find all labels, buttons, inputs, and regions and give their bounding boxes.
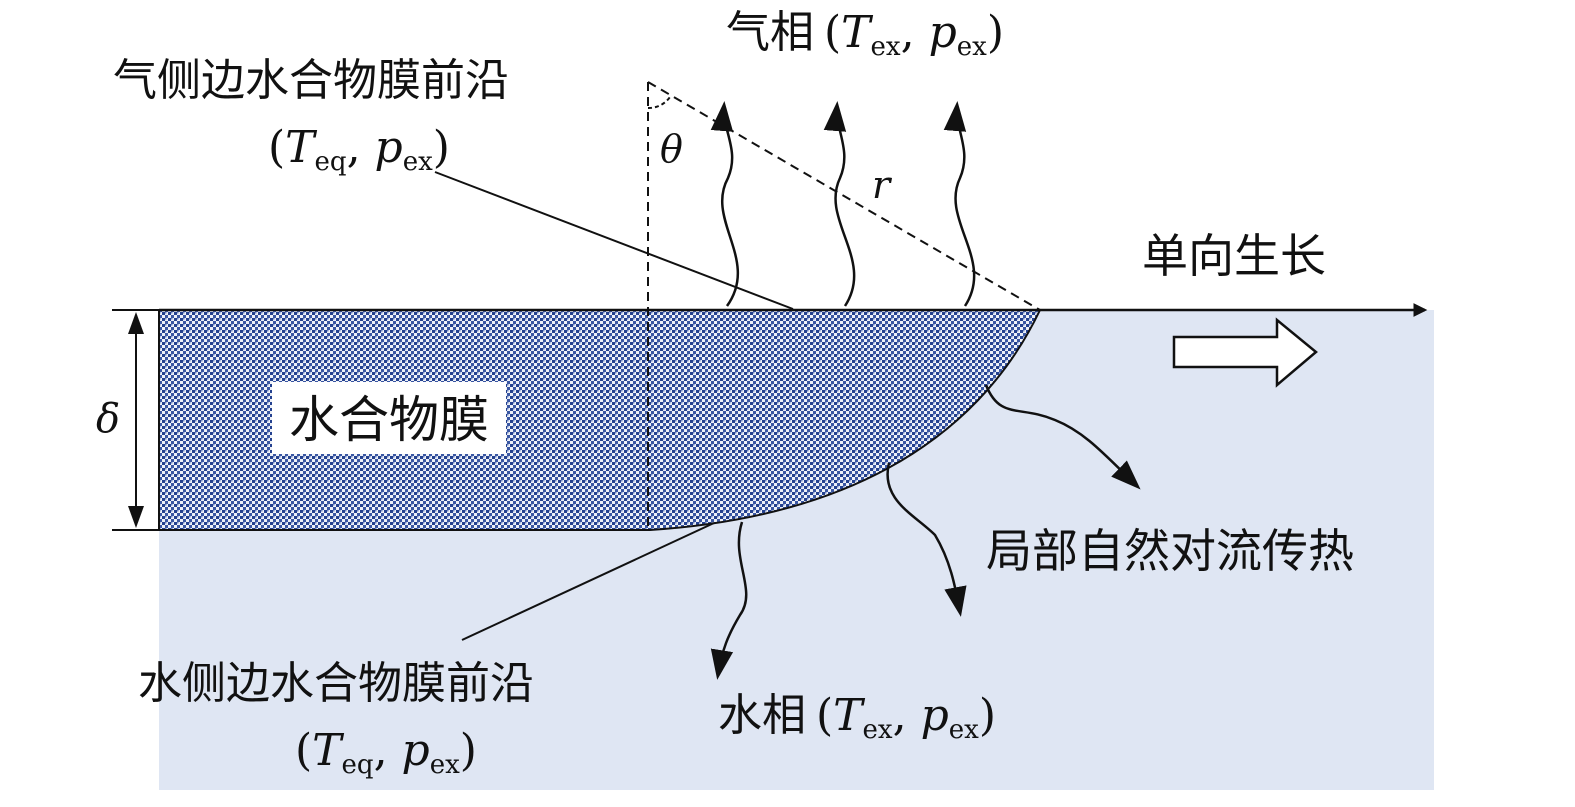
hydrate-film-label: 水合物膜 bbox=[289, 391, 489, 449]
film-thickness-dimension bbox=[112, 309, 159, 531]
radius-r-symbol: r bbox=[872, 163, 893, 207]
growth-direction-hollow-arrow-icon bbox=[1172, 317, 1318, 388]
hydrate-film-label-box bbox=[272, 382, 506, 454]
delta-symbol: δ bbox=[96, 396, 120, 442]
unidirectional-growth-label: 单向生长 bbox=[1142, 229, 1326, 283]
gas-side-front-leader-line bbox=[434, 171, 794, 310]
water-convection-arrow-3 bbox=[984, 384, 1141, 490]
water-side-front-conditions: (Teq, pex) bbox=[295, 725, 477, 780]
local-convection-label: 局部自然对流传热 bbox=[986, 524, 1354, 578]
gas-heat-flow-arrow-1 bbox=[710, 101, 739, 307]
theta-symbol: θ bbox=[660, 127, 683, 171]
gas-phase-label: 气相(Tex, pex) bbox=[726, 7, 1004, 62]
water-convection-arrow-2 bbox=[886, 462, 967, 617]
gas-side-front-conditions: (Teq, pex) bbox=[268, 122, 450, 177]
water-side-front-leader-line bbox=[461, 522, 715, 641]
water-side-front-label: 水侧边水合物膜前沿 bbox=[138, 658, 534, 709]
theta-angle-arc bbox=[647, 96, 671, 110]
gas-heat-flow-arrow-2 bbox=[823, 101, 856, 307]
hydrate-film-region bbox=[158, 309, 1042, 531]
gas-heat-flow-arrow-3 bbox=[943, 101, 976, 307]
gas-side-front-label: 气侧边水合物膜前沿 bbox=[113, 55, 509, 106]
water-convection-arrow-1 bbox=[710, 521, 748, 680]
water-phase-label: 水相(Tex, pex) bbox=[718, 690, 996, 745]
